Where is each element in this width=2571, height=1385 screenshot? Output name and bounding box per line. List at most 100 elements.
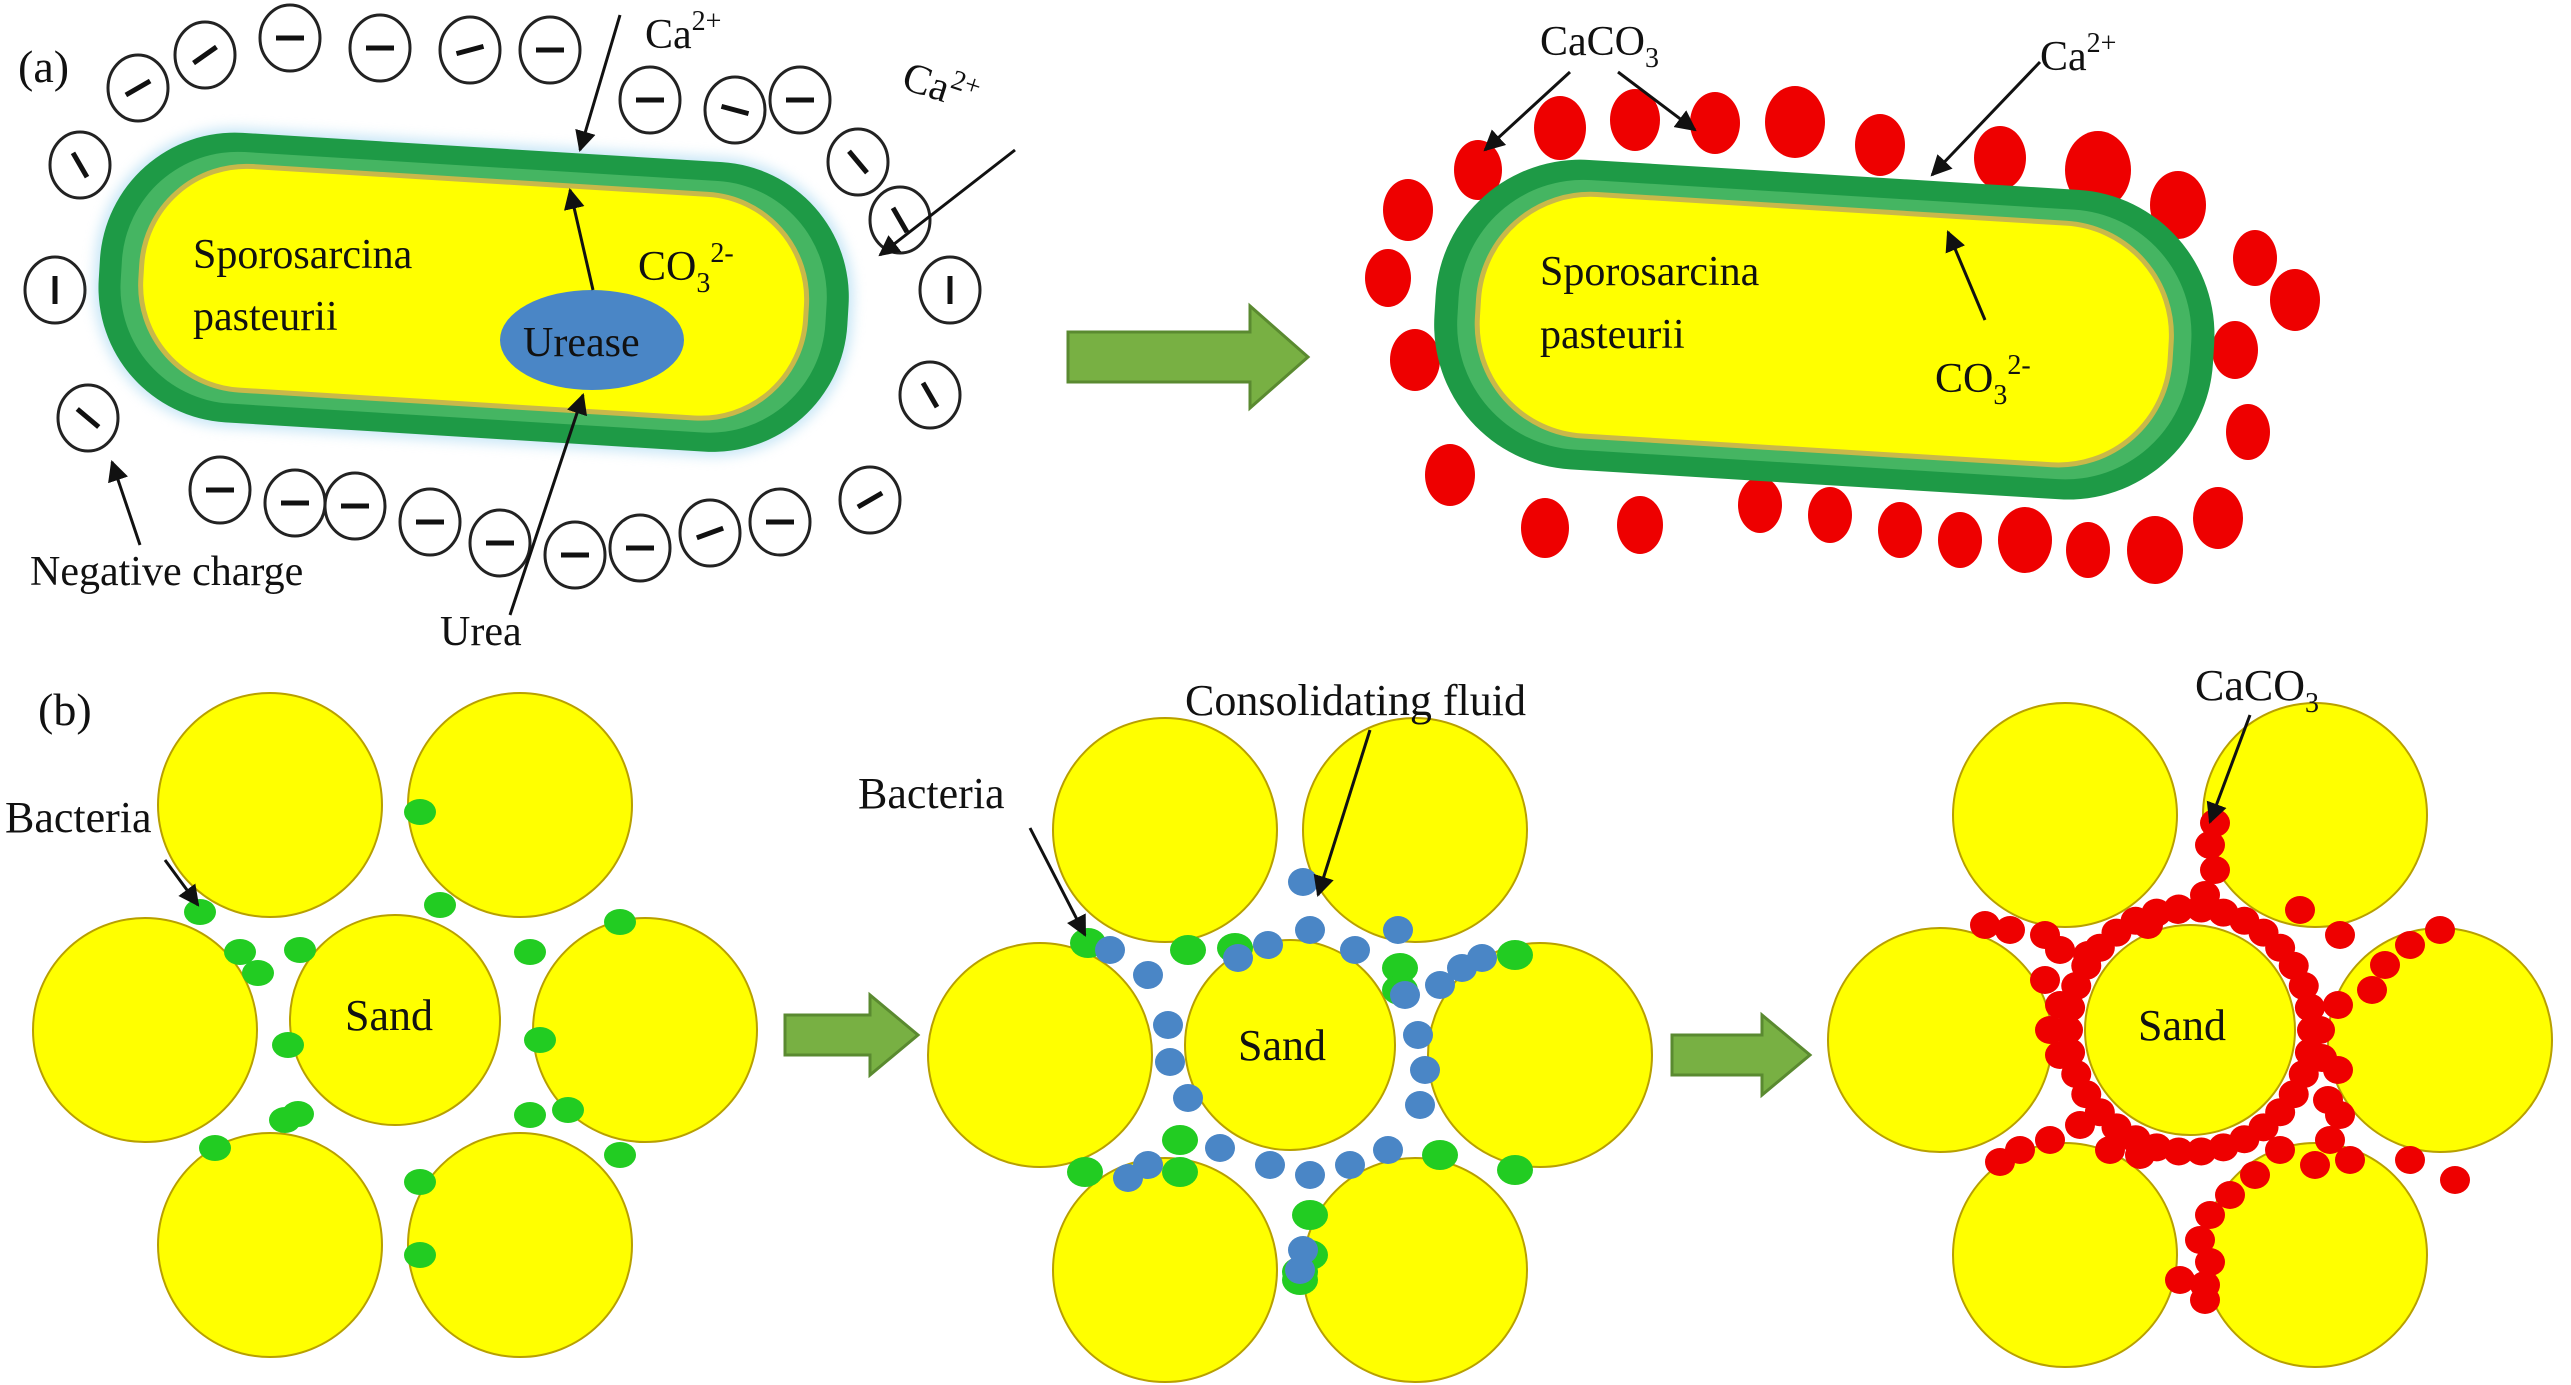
urea-label: Urea [440, 609, 522, 655]
bacteria-dot [514, 939, 546, 965]
c2-sand-grain [1427, 942, 1653, 1168]
caco3-dot [1995, 916, 2025, 944]
caco3-precipitate [1974, 126, 2026, 190]
co3-arrow-left [564, 187, 595, 291]
negative-charge-icon [898, 360, 962, 430]
negative-charge-icon [398, 487, 462, 557]
bacterium-cell-right [1434, 159, 2215, 500]
caco3-precipitate [2127, 516, 2183, 584]
process-arrow-a [1066, 302, 1311, 412]
negative-charge-icon [868, 185, 932, 255]
fluid-dot [1288, 868, 1318, 896]
caco3-dot [1970, 911, 2000, 939]
negative-charge-icon [703, 75, 767, 145]
panel-a-right: Sporosarcina pasteurii CO32- CaCO3 Ca2+ [1365, 19, 2320, 584]
caco3-precipitate [1534, 96, 1586, 160]
negative-charge-icon [918, 255, 982, 325]
caco3-precipitate [1690, 92, 1740, 154]
caco3-dot [2190, 1286, 2220, 1314]
fluid-dot [1373, 1136, 1403, 1164]
bacteria-label-2: Bacteria [858, 769, 1005, 818]
panel-b-label: (b) [38, 684, 92, 735]
caco3-arrow-2 [1617, 70, 1697, 132]
c1-sand-grain [157, 692, 383, 918]
caco3-precipitate [2226, 404, 2270, 460]
caco3-dot [2195, 1201, 2225, 1229]
ca-top-label: Ca2+ [645, 6, 721, 58]
carbonate-right-label: CO32- [1935, 350, 2031, 411]
negative-charge-icon [468, 508, 532, 578]
bacteria-label-1: Bacteria [5, 793, 152, 842]
c2-sand-grain [1052, 717, 1278, 943]
caco3-dot [2045, 936, 2075, 964]
fluid-dot [1205, 1134, 1235, 1162]
caco3-dot [2325, 921, 2355, 949]
caco3-dot [2200, 856, 2230, 884]
caco3-dot [2288, 971, 2319, 1000]
negative-charge-icon [23, 255, 87, 325]
negative-charge-icon [258, 3, 322, 73]
caco3-precipitate [1998, 507, 2052, 573]
fluid-dot [1335, 1151, 1365, 1179]
c1-sand-grain [407, 692, 633, 918]
caco3-precipitate [2212, 321, 2258, 379]
caco3-dot [2133, 911, 2163, 939]
caco3-precipitate [1617, 496, 1663, 554]
caco3-label-b: CaCO3 [2195, 661, 2319, 719]
negative-charge-icon [438, 15, 502, 85]
negative-charge-icon [543, 520, 607, 590]
caco3-precipitate [1365, 249, 1411, 307]
caco3-dot [2285, 896, 2315, 924]
urea-arrow [508, 393, 588, 616]
c2-sand-grain [927, 942, 1153, 1168]
caco3-arrow-1 [1483, 70, 1572, 152]
caco3-precipitate [1878, 502, 1922, 558]
sand-cluster-2 [927, 717, 1653, 1383]
negative-charge-icon [518, 15, 582, 85]
bacteria-dot [1422, 1140, 1458, 1170]
bacteria-dot [1497, 1155, 1533, 1185]
caco3-precipitate [1938, 512, 1982, 568]
caco3-precipitate [1738, 477, 1782, 533]
negative-charge-icon [748, 487, 812, 557]
negative-charge-icon [348, 13, 412, 83]
fluid-dot [1223, 944, 1253, 972]
bacteria-dot [184, 899, 216, 925]
fluid-dot [1153, 1011, 1183, 1039]
bacteria-dot [1497, 940, 1533, 970]
caco3-precipitate [1855, 114, 1905, 176]
caco3-precipitate [1390, 329, 1440, 391]
caco3-precipitate [1765, 86, 1825, 158]
bacteria-arrow-2 [1028, 827, 1087, 937]
caco3-dot [2045, 991, 2075, 1019]
caco3-precipitate [1425, 444, 1475, 506]
fluid-dot [1403, 1021, 1433, 1049]
fluid-dot [1095, 936, 1125, 964]
bacteria-dot [282, 1101, 314, 1127]
negative-charge-group [23, 3, 982, 590]
caco3-dot [2215, 1181, 2245, 1209]
negative-charge-icon [263, 468, 327, 538]
organism-label-line2: pasteurii [193, 294, 338, 340]
bacteria-dot [224, 939, 256, 965]
caco3-precipitate [1383, 179, 1433, 241]
sand-cluster-3 [1827, 702, 2553, 1368]
caco3-precipitate [2065, 131, 2131, 209]
sand-label-2: Sand [1238, 1021, 1326, 1070]
bacteria-dot [1162, 1125, 1198, 1155]
caco3-precipitate [2150, 171, 2206, 239]
fluid-dot [1425, 971, 1455, 999]
negative-charge-icon [678, 498, 742, 568]
negative-charge-icon [188, 455, 252, 525]
c2-sand-grain [1302, 1157, 1528, 1383]
urease-enzyme [500, 290, 684, 390]
ca-side-arrow [878, 148, 1016, 257]
caco3-dot [1985, 1148, 2015, 1176]
caco3-dot [2370, 951, 2400, 979]
bacteria-dot [552, 1097, 584, 1123]
c1-sand-grain-center [289, 914, 501, 1126]
bacteria-arrow-1 [163, 859, 200, 907]
caco3-label-a: CaCO3 [1540, 19, 1659, 74]
caco3-dot [2440, 1166, 2470, 1194]
bacteria-dot [404, 1169, 436, 1195]
